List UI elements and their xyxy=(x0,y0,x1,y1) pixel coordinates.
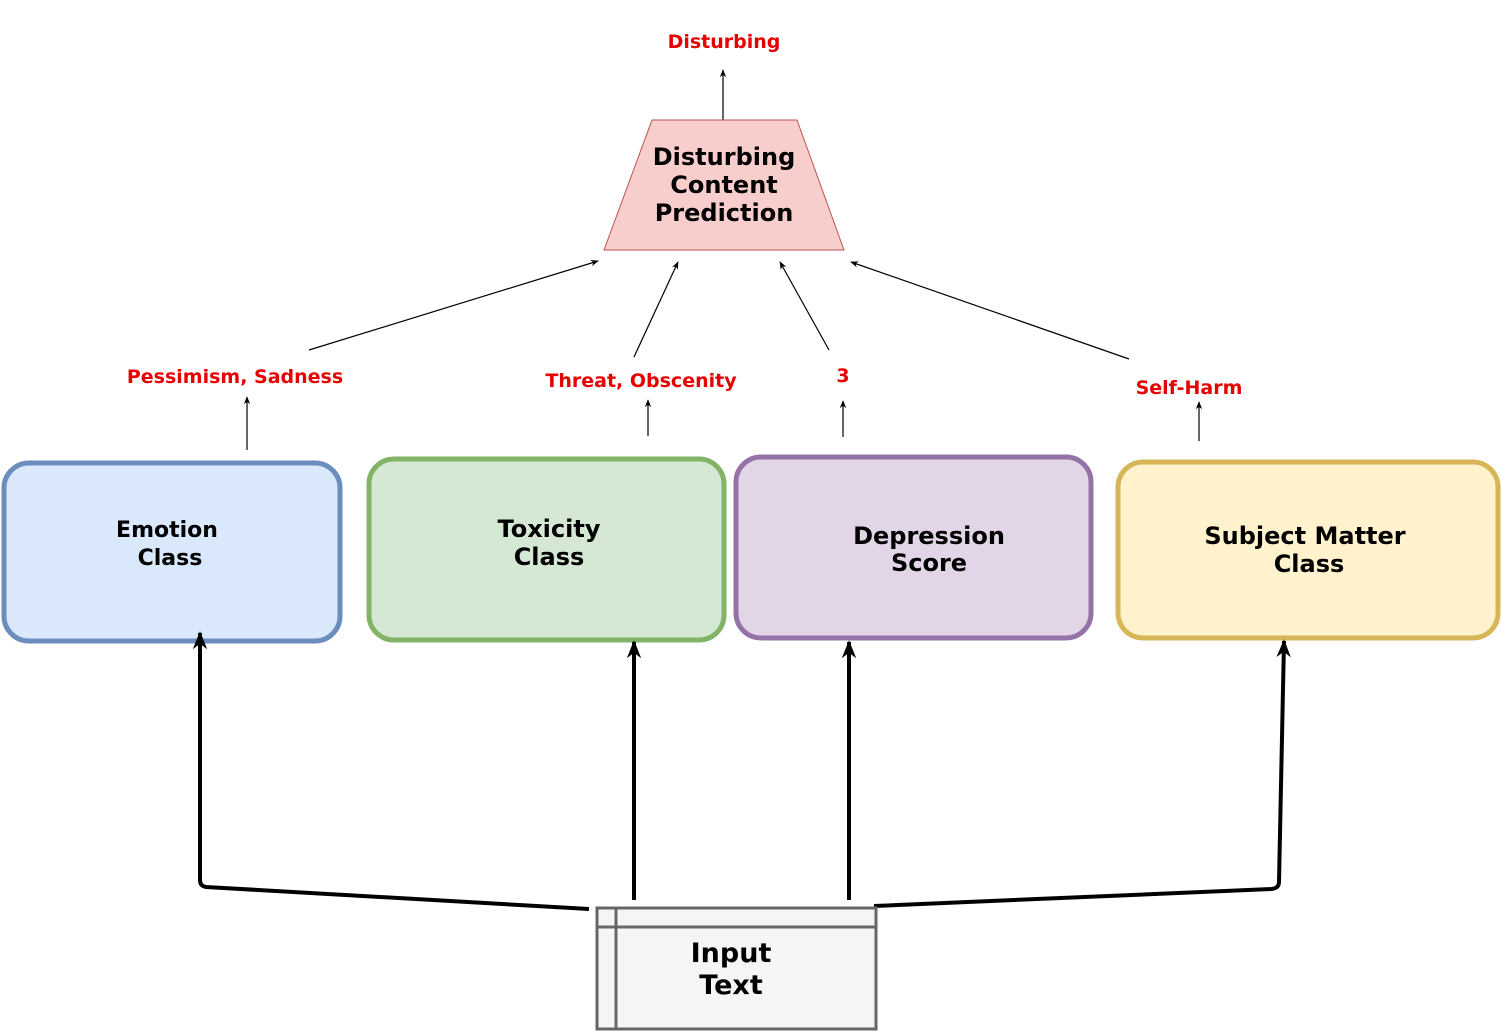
emotion-class-label-line2: Class xyxy=(138,546,203,571)
input-text-label-line1: Input xyxy=(691,938,772,969)
emotion-class-box xyxy=(1,460,343,644)
subject-matter-class-box xyxy=(1115,459,1501,641)
disturbing-content-prediction-node: Disturbing Content Prediction xyxy=(603,119,845,251)
depression-score-box xyxy=(733,454,1094,641)
prediction-label-line3: Prediction xyxy=(655,199,794,227)
prediction-label-line1: Disturbing xyxy=(653,143,796,171)
subject-output-label: Self-Harm xyxy=(1136,377,1243,399)
emotion-class-label-line1: Emotion xyxy=(116,518,218,543)
depression-score-label-line1: Depression xyxy=(853,522,1005,550)
final-output-label: Disturbing xyxy=(668,31,781,53)
toxicity-class-label-line1: Toxicity xyxy=(498,515,601,543)
depression-score-label-line2: Score xyxy=(891,549,967,577)
input-text-label-line2: Text xyxy=(699,970,763,1001)
input-text-node: Input Text xyxy=(595,906,878,1031)
depression-to-prediction-arrow xyxy=(779,261,830,351)
depression-score-node: Depression Score xyxy=(733,454,1094,641)
prediction-label-line2: Content xyxy=(670,171,778,199)
subject-to-prediction-arrow xyxy=(850,261,1130,360)
toxicity-class-box xyxy=(366,456,727,643)
toxicity-to-prediction-arrow xyxy=(633,261,679,358)
emotion-to-prediction-arrow xyxy=(308,260,599,351)
emotion-output-label: Pessimism, Sadness xyxy=(127,366,343,388)
prediction-shape xyxy=(603,119,845,251)
toxicity-output-label: Threat, Obscenity xyxy=(545,370,737,392)
input-to-subject-arrow xyxy=(873,639,1291,908)
depression-output-label: 3 xyxy=(836,365,849,387)
subject-matter-class-node: Subject Matter Class xyxy=(1115,459,1501,641)
toxicity-class-label-line2: Class xyxy=(514,543,585,571)
input-to-emotion-arrow xyxy=(192,631,590,911)
subject-matter-class-label-line1: Subject Matter xyxy=(1204,522,1405,550)
toxicity-class-node: Toxicity Class xyxy=(366,456,727,643)
subject-matter-class-label-line2: Class xyxy=(1274,550,1345,578)
emotion-class-node: Emotion Class xyxy=(1,460,343,644)
